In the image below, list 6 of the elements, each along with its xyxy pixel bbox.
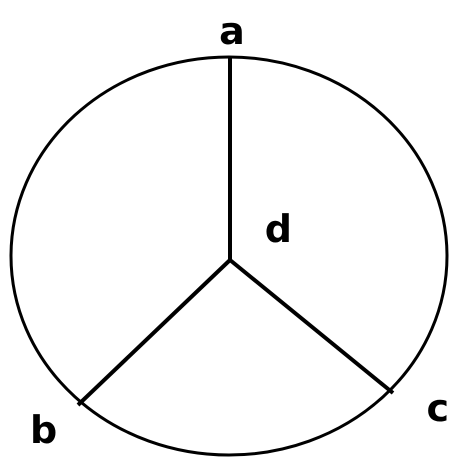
point-label: d <box>264 210 292 248</box>
point-label: a <box>219 12 245 50</box>
point-label: b <box>30 411 58 449</box>
radius-line <box>228 258 394 395</box>
point-label: c <box>426 389 449 427</box>
radius-line <box>228 58 232 260</box>
